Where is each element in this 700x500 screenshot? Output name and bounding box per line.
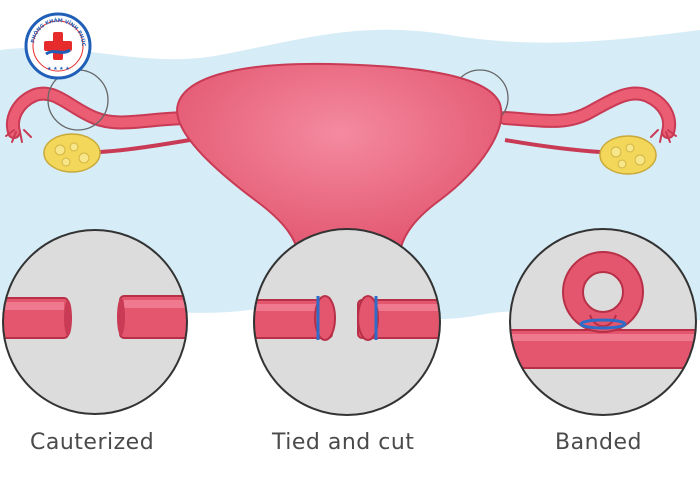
left-ovary [43, 133, 101, 173]
right-ovary [599, 135, 657, 175]
right-ovary-ligament [504, 138, 601, 154]
clinic-logo: PHÒNG KHÁM VĨNH PHÚC - ĐỒNG TÂY ★ ★ ★ ★ [24, 12, 92, 80]
logo-stars: ★ ★ ★ ★ [47, 66, 70, 72]
panel-tied-and-cut [253, 228, 441, 416]
panel-banded [509, 228, 697, 416]
left-ovary-ligament [99, 138, 191, 154]
left-fimbriae [5, 129, 32, 143]
caption-banded: Banded [555, 430, 642, 455]
caption-cauterized: Cauterized [30, 430, 155, 455]
right-fimbriae [650, 129, 677, 143]
uterus-illustration [5, 62, 677, 263]
panel-cauterized [2, 229, 188, 415]
caption-tied-and-cut: Tied and cut [272, 430, 415, 455]
uterus-body [176, 62, 503, 263]
